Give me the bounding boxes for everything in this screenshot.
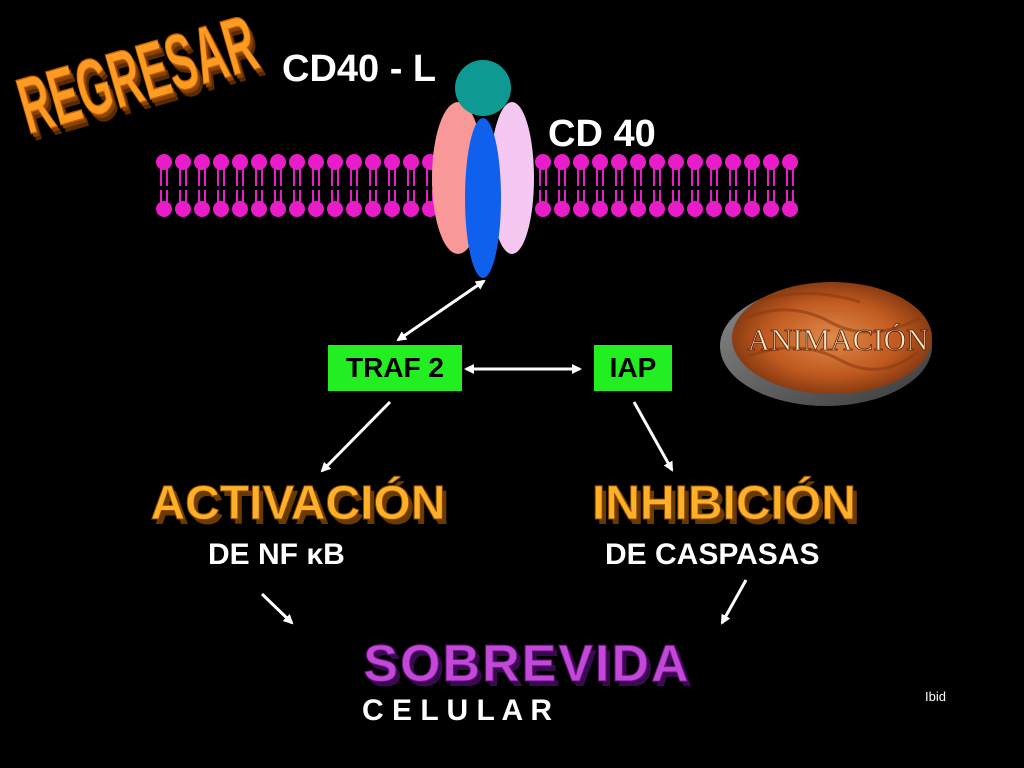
lipid-head bbox=[649, 201, 665, 217]
lipid-head bbox=[535, 154, 551, 170]
lipid-head bbox=[668, 154, 684, 170]
lipid-head bbox=[592, 154, 608, 170]
lipid-head bbox=[744, 201, 760, 217]
lipid-head bbox=[649, 154, 665, 170]
lipid-head bbox=[573, 154, 589, 170]
lipid-head bbox=[251, 154, 267, 170]
sobrevida-title: SOBREVIDA bbox=[363, 635, 690, 693]
lipid-head bbox=[763, 154, 779, 170]
lipid-head bbox=[327, 154, 343, 170]
lipid-head bbox=[630, 154, 646, 170]
lipid-head bbox=[365, 201, 381, 217]
lipid-head bbox=[156, 154, 172, 170]
lipid-head bbox=[763, 201, 779, 217]
lipid-head bbox=[213, 154, 229, 170]
activacion-title: ACTIVACIÓN bbox=[150, 475, 445, 530]
arrow-iap-inhibicion bbox=[632, 401, 674, 472]
activacion-shadow: ACTIVACIÓN bbox=[154, 480, 449, 535]
lipid-head bbox=[403, 154, 419, 170]
ibid-reference: Ibid bbox=[925, 689, 946, 704]
lipid-head bbox=[175, 154, 191, 170]
lipid-head bbox=[289, 201, 305, 217]
pathway-arrows bbox=[260, 279, 748, 625]
activacion-label-group: ACTIVACIÓN ACTIVACIÓN bbox=[150, 475, 450, 536]
traf2-label: TRAF 2 bbox=[346, 352, 444, 383]
activacion-subtitle: DE NF κB bbox=[208, 538, 345, 571]
arrow-traf2-activacion bbox=[320, 400, 392, 473]
lipid-head bbox=[403, 201, 419, 217]
lipid-head bbox=[327, 201, 343, 217]
lipid-head bbox=[346, 154, 362, 170]
cell-membrane bbox=[156, 154, 798, 217]
animacion-label: ANIMACIÓN bbox=[748, 322, 929, 357]
lipid-head bbox=[592, 201, 608, 217]
inhibicion-label-group: INHIBICIÓN INHIBICIÓN bbox=[592, 475, 861, 536]
lipid-head bbox=[213, 201, 229, 217]
lipid-head bbox=[194, 201, 210, 217]
traf2-box: TRAF 2 bbox=[328, 345, 462, 391]
lipid-head bbox=[232, 154, 248, 170]
receptor-core bbox=[465, 118, 501, 278]
lipid-head bbox=[365, 154, 381, 170]
receptor-right-lobe bbox=[490, 102, 534, 254]
iap-box: IAP bbox=[594, 345, 672, 391]
animacion-button[interactable]: ANIMACIÓN bbox=[720, 282, 932, 406]
lipid-head bbox=[156, 201, 172, 217]
lipid-head bbox=[706, 201, 722, 217]
lipid-head bbox=[554, 154, 570, 170]
lipid-head bbox=[308, 201, 324, 217]
lipid-head bbox=[308, 154, 324, 170]
arrow-activacion-sobrevida bbox=[260, 592, 294, 625]
lipid-head bbox=[175, 201, 191, 217]
lipid-head bbox=[706, 154, 722, 170]
cd40-receptor-label: CD 40 bbox=[548, 113, 656, 155]
sobrevida-shadow: SOBREVIDA bbox=[367, 640, 694, 698]
lipid-head bbox=[725, 154, 741, 170]
lipid-head bbox=[782, 201, 798, 217]
lipid-head bbox=[611, 154, 627, 170]
inhibicion-title: INHIBICIÓN bbox=[592, 475, 856, 530]
lipid-head bbox=[744, 154, 760, 170]
lipid-head bbox=[384, 154, 400, 170]
lipid-head bbox=[270, 201, 286, 217]
lipid-head bbox=[573, 201, 589, 217]
cd40-ligand bbox=[455, 60, 511, 116]
celular-label: C E L U L A R bbox=[362, 694, 553, 727]
arrow-inhibicion-sobrevida bbox=[720, 579, 748, 625]
lipid-head bbox=[251, 201, 267, 217]
inhibicion-shadow: INHIBICIÓN bbox=[596, 480, 860, 535]
arrow-receptor-traf2 bbox=[396, 279, 486, 342]
iap-label: IAP bbox=[609, 352, 657, 383]
regresar-button[interactable]: REGRESAR REGRESAR REGRESAR bbox=[8, 0, 272, 159]
lipid-head bbox=[687, 201, 703, 217]
lipid-head bbox=[194, 154, 210, 170]
lipid-head bbox=[611, 201, 627, 217]
inhibicion-subtitle: DE CASPASAS bbox=[605, 538, 820, 571]
cd40-receptor bbox=[432, 60, 534, 278]
lipid-head bbox=[232, 201, 248, 217]
lipid-head bbox=[687, 154, 703, 170]
lipid-head bbox=[630, 201, 646, 217]
wood-grain bbox=[744, 291, 921, 371]
lipid-head bbox=[554, 201, 570, 217]
lipid-head bbox=[384, 201, 400, 217]
lipid-head bbox=[725, 201, 741, 217]
lipid-head bbox=[289, 154, 305, 170]
lipid-head bbox=[782, 154, 798, 170]
lipid-head bbox=[346, 201, 362, 217]
sobrevida-label-group: SOBREVIDA SOBREVIDA bbox=[363, 635, 694, 699]
lipid-head bbox=[668, 201, 684, 217]
lipid-head bbox=[270, 154, 286, 170]
cd40-ligand-label: CD40 - L bbox=[282, 48, 437, 90]
lipid-head bbox=[535, 201, 551, 217]
